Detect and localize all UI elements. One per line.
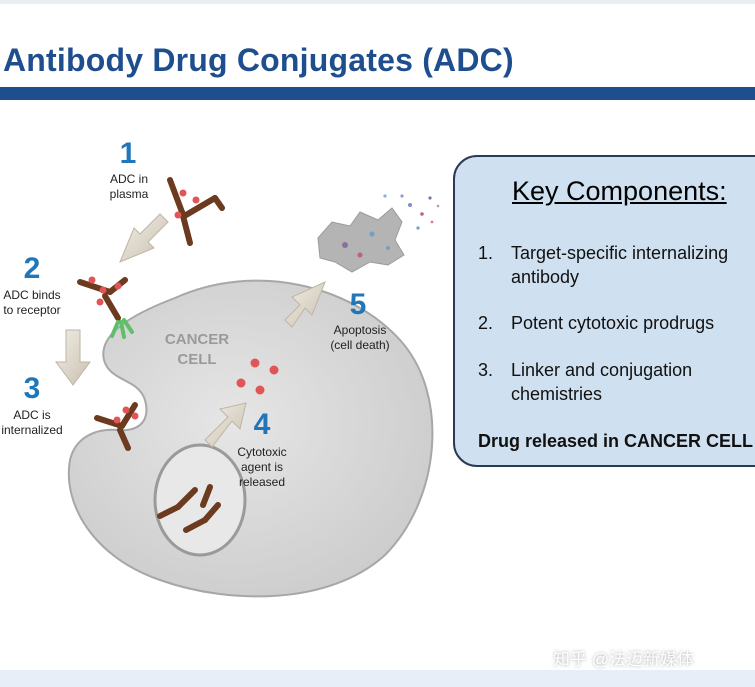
step-1-number: 1	[119, 137, 137, 170]
step-4-number: 4	[253, 408, 271, 441]
arrow-4-to-5	[284, 281, 326, 328]
key-components-panel	[453, 155, 755, 467]
step-2-label: ADC binds to receptor	[3, 288, 61, 317]
step-3-number: 3	[23, 372, 41, 405]
key-item-1-line2: antibody	[511, 267, 580, 287]
antibody-internalized	[94, 402, 138, 451]
apoptotic-debris	[317, 194, 440, 273]
key-item-2-number: 2.	[478, 313, 494, 333]
receptor	[110, 318, 134, 339]
key-components-heading: Key Components:	[512, 176, 727, 206]
top-border	[0, 0, 755, 4]
title-underline-bar	[0, 87, 755, 100]
step-5-label: Apoptosis (cell death)	[330, 323, 390, 352]
arrow-3-to-4	[204, 402, 247, 448]
cell-nucleus	[153, 443, 247, 557]
key-item-3-line1: Linker and conjugation	[511, 360, 693, 380]
antibody-in-plasma	[167, 177, 225, 246]
key-item-1-number: 1.	[478, 243, 494, 263]
key-item-2-line1: Potent cytotoxic prodrugs	[511, 313, 715, 333]
key-item-3-line2: chemistries	[511, 384, 603, 404]
key-components-footer: Drug released in CANCER CELL	[478, 431, 754, 451]
step-5-number: 5	[349, 288, 367, 321]
antibody-bound-drugs	[88, 276, 122, 306]
step-3-label: ADC is internalized	[1, 408, 63, 437]
key-item-1-line1: Target-specific internalizing	[511, 243, 729, 263]
antibody-fragments-in-nucleus	[157, 484, 221, 533]
cancer-cell-label: CANCER CELL	[164, 331, 230, 368]
bottom-bar	[0, 670, 755, 687]
arrow-2-to-3	[55, 329, 91, 386]
antibody-internalized-drugs	[113, 406, 139, 424]
page-title: Antibody Drug Conjugates (ADC)	[3, 42, 514, 78]
watermark: 知乎 @法迈新媒体	[553, 650, 694, 669]
step-1-label: ADC in plasma	[109, 172, 149, 201]
key-item-3-number: 3.	[478, 360, 494, 380]
step-4-label: Cytotoxic agent is released	[237, 445, 287, 489]
antibody-in-plasma-drugs	[174, 189, 200, 219]
released-drug-particles	[236, 358, 279, 395]
arrow-1-to-2	[119, 213, 169, 263]
step-2-number: 2	[23, 252, 41, 285]
